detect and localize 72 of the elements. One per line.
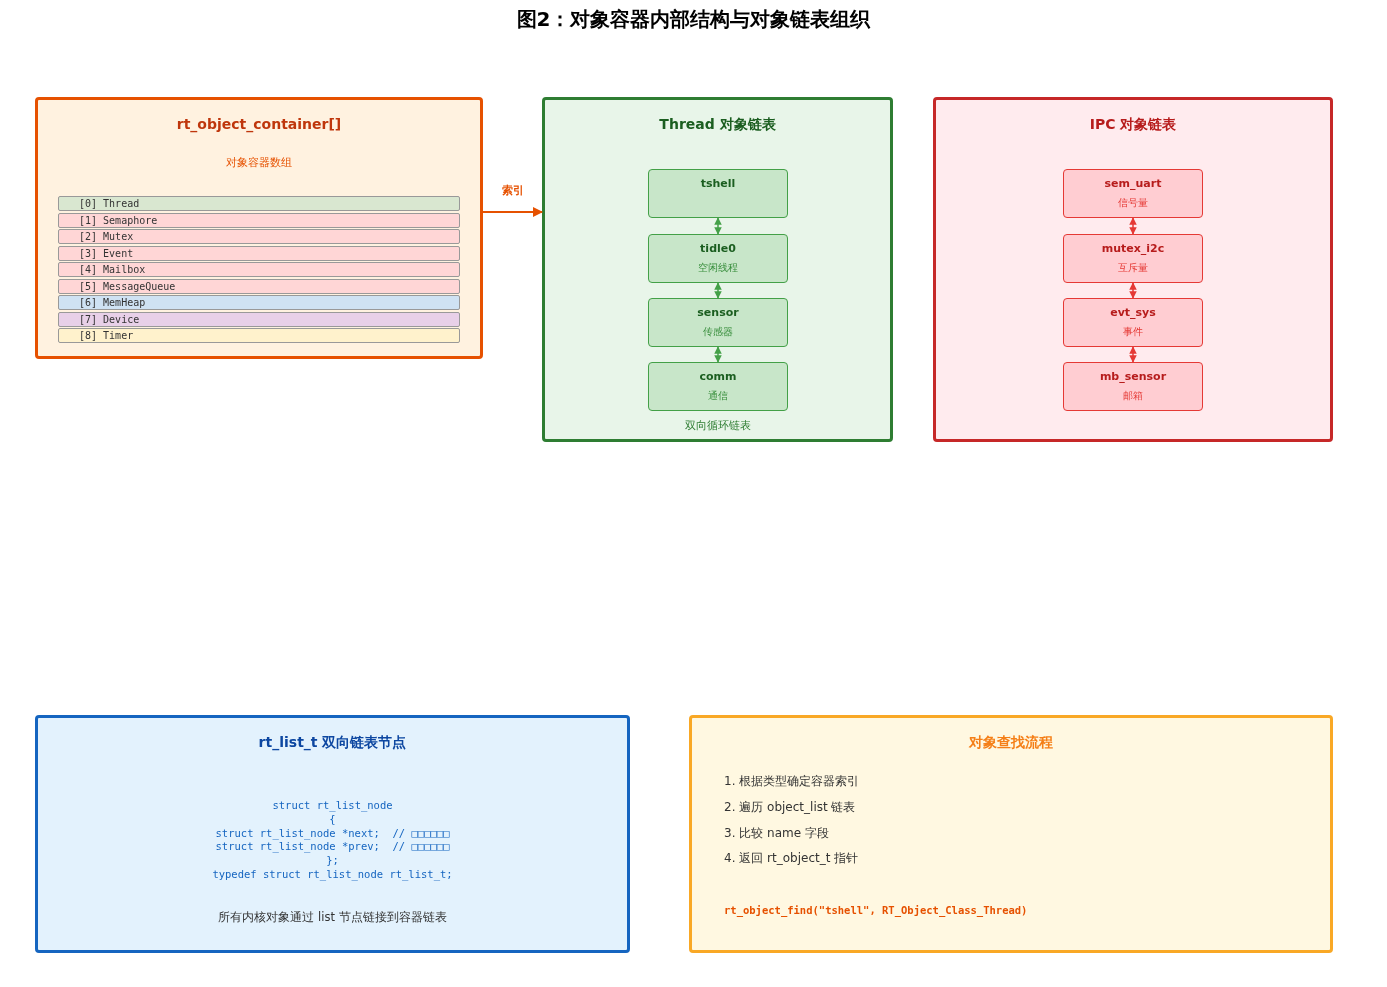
object-description: 空闲线程 <box>698 261 738 275</box>
object-box <box>1063 234 1203 283</box>
arrow <box>1129 282 1137 299</box>
array-row <box>58 196 460 211</box>
panel-title: rt_list_t 双向链表节点 <box>258 734 407 752</box>
code-line: }; <box>326 854 339 867</box>
array-row <box>58 295 460 310</box>
object-description: 邮箱 <box>1123 389 1143 403</box>
object-name: evt_sys <box>1110 306 1156 319</box>
code-line: struct rt_list_node *next; // □□□□□□ <box>215 826 450 839</box>
object-box <box>648 234 788 283</box>
object-box <box>648 362 788 411</box>
array-row <box>58 229 460 244</box>
arrow <box>714 282 722 299</box>
list-panel <box>933 97 1333 442</box>
arrow <box>714 217 722 235</box>
step-text: 3. 比较 name 字段 <box>724 824 829 842</box>
object-name: comm <box>699 370 737 383</box>
row-label: [4] Mailbox <box>79 263 146 276</box>
object-box <box>1063 298 1203 347</box>
arrow <box>482 207 543 217</box>
object-description: 信号量 <box>1118 196 1148 210</box>
object-name: tshell <box>700 177 736 190</box>
arrow <box>714 346 722 363</box>
array-row <box>58 328 460 343</box>
panel-title: IPC 对象链表 <box>1089 116 1177 134</box>
function-call: rt_object_find("tshell", RT_Object_Class_Thread) <box>724 904 1028 916</box>
container-panel <box>35 97 483 359</box>
array-row <box>58 311 460 327</box>
row-label: [6] MemHeap <box>79 296 146 309</box>
code-line: { <box>329 812 336 825</box>
row-label: [5] MessageQueue <box>79 279 176 293</box>
object-box <box>648 298 788 347</box>
panel-title: 对象查找流程 <box>969 734 1053 752</box>
array-row <box>58 245 460 261</box>
object-name: mb_sensor <box>1099 370 1167 383</box>
code-line: struct rt_list_node <box>272 799 393 811</box>
row-label: [3] Event <box>79 246 134 260</box>
array-row <box>58 212 460 228</box>
array-row <box>58 278 460 294</box>
step-text: 1. 根据类型确定容器索引 <box>724 773 860 790</box>
object-name: sem_uart <box>1104 177 1162 190</box>
object-name: sensor <box>697 306 739 319</box>
object-description: 互斥量 <box>1118 261 1148 275</box>
diagram-title: 图2：对象容器内部结构与对象链表组织 <box>516 6 871 33</box>
panel-note: 所有内核对象通过 list 节点链接到容器链表 <box>218 910 447 925</box>
row-label: [7] Device <box>79 312 140 326</box>
arrow <box>1129 346 1137 363</box>
step-text: 4. 返回 rt_object_t 指针 <box>724 850 859 868</box>
object-box <box>1063 169 1203 218</box>
object-box <box>648 169 788 218</box>
object-box <box>1063 362 1203 411</box>
step-text: 2. 遍历 object_list 链表 <box>724 798 856 816</box>
row-label: [1] Semaphore <box>79 213 158 227</box>
row-label: [2] Mutex <box>79 230 134 243</box>
arrow <box>1129 217 1137 235</box>
object-description: 传感器 <box>703 325 733 339</box>
row-label: [8] Timer <box>79 329 134 342</box>
object-description: 事件 <box>1123 325 1143 339</box>
code-line: struct rt_list_node *prev; // □□□□□□ <box>215 840 450 853</box>
list-panel <box>542 97 893 442</box>
code-line: typedef struct rt_list_node rt_list_t; <box>212 868 453 880</box>
flow-panel <box>689 715 1333 953</box>
panel-subtitle: 对象容器数组 <box>226 155 292 170</box>
object-description: 通信 <box>708 389 728 403</box>
panel-title: rt_object_container[] <box>176 116 342 132</box>
panel-title: Thread 对象链表 <box>659 116 776 134</box>
object-name: mutex_i2c <box>1101 242 1165 255</box>
row-label: [0] Thread <box>79 197 140 210</box>
array-row <box>58 262 460 277</box>
struct-panel <box>35 715 630 953</box>
object-name: tidle0 <box>700 242 736 255</box>
